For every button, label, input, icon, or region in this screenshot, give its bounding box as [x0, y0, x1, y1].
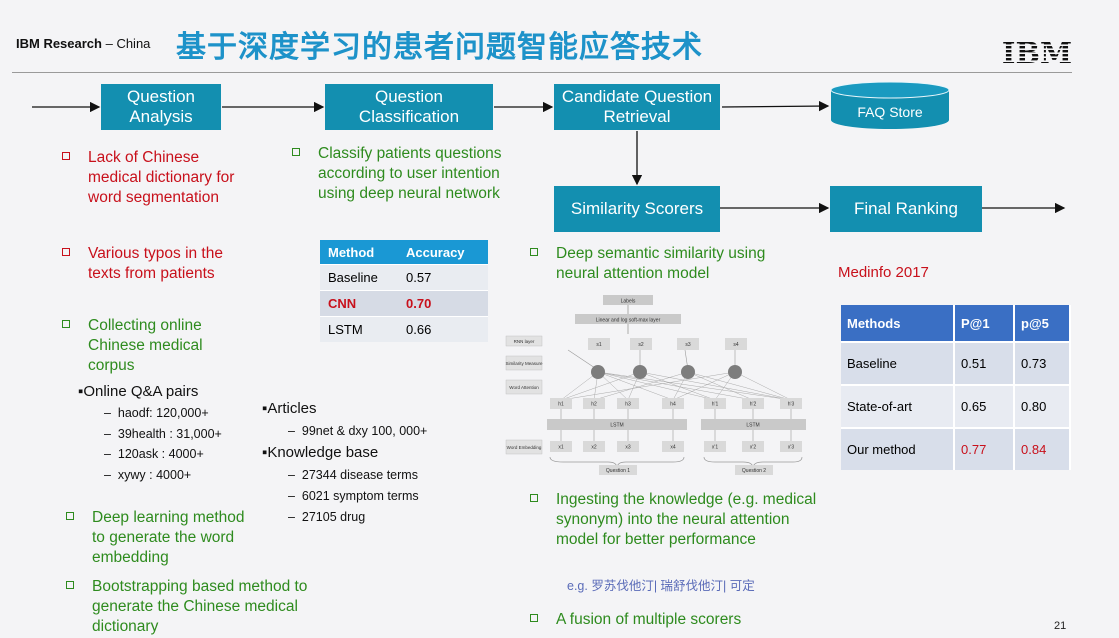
diagram-left-label: Word Embedding — [507, 445, 542, 450]
table-row: Baseline 0.51 0.73 — [841, 341, 1071, 385]
table-header-row: Method Accuracy — [320, 240, 488, 265]
diagram-s-node: s4 — [733, 342, 739, 348]
synonym-example: e.g. 罗苏伐他汀| 瑞舒伐他汀| 可定 — [567, 579, 755, 593]
table-cell: 0.51 — [954, 341, 1015, 385]
svg-text:IBM: IBM — [1003, 38, 1071, 66]
faq-store-label: FAQ Store — [857, 104, 923, 120]
diagram-h-node: h4 — [670, 402, 676, 408]
diagram-h-node: h1 — [558, 402, 564, 408]
table-cell: 0.77 — [954, 427, 1015, 470]
table-header-cell: Method — [320, 240, 398, 265]
similarity-scorers-box: Similarity Scorers — [554, 186, 720, 232]
table-cell: 0.84 — [1014, 427, 1071, 470]
table-cell: Baseline — [320, 264, 398, 291]
table-cell: 0.70 — [398, 290, 488, 317]
table-cell: CNN — [320, 290, 398, 317]
diagram-x-node: x2 — [591, 445, 597, 451]
diagram-s-node: s3 — [685, 342, 691, 348]
table-cell: 0.80 — [1014, 384, 1071, 428]
diagram-x-node: x'1 — [712, 445, 718, 451]
knowledge-base-heading: ▪Knowledge base — [262, 444, 379, 461]
table-header-row: Methods P@1 p@5 — [841, 305, 1071, 342]
table-cell: LSTM — [320, 316, 398, 342]
diagram-question-1: Question 1 — [606, 468, 630, 474]
diagram-labels: Labels — [621, 299, 636, 305]
slide-title: 基于深度学习的患者问题智能应答技术 — [176, 30, 703, 65]
articles-heading: ▪Articles — [262, 400, 317, 417]
table-cell: 0.65 — [954, 384, 1015, 428]
diagram-x-node: x'3 — [788, 445, 794, 451]
diagram-h-node: h2 — [591, 402, 597, 408]
diagram-left-label: Word Attention — [509, 385, 539, 390]
diagram-s-node: s1 — [596, 342, 602, 348]
list-item: – 6021 symptom terms — [288, 489, 419, 503]
question-classification-box: Question Classification — [325, 84, 493, 130]
candidate-retrieval-box: Candidate Question Retrieval — [554, 84, 720, 130]
table-header-cell: Methods — [841, 305, 955, 342]
header-org: IBM Research – China — [16, 36, 151, 51]
diagram-h-node: h3 — [625, 402, 631, 408]
list-item: – 99net & dxy 100, 000+ — [288, 424, 428, 438]
table-row: CNN 0.70 — [320, 290, 488, 317]
ibm-logo: IBM — [1003, 38, 1071, 66]
page-number: 21 — [1054, 620, 1067, 632]
list-item: – xywy : 4000+ — [104, 468, 192, 482]
table-row: Our method 0.77 0.84 — [841, 427, 1071, 470]
table-row: State-of-art 0.65 0.80 — [841, 384, 1071, 428]
header-rule — [12, 72, 1072, 73]
diagram-s-node: s2 — [638, 342, 644, 348]
table-cell: Our method — [841, 427, 955, 470]
table-cell: 0.57 — [398, 264, 488, 291]
medinfo-label: Medinfo 2017 — [838, 264, 929, 281]
table-row: Baseline 0.57 — [320, 264, 488, 291]
diagram-h-node: h'1 — [712, 402, 719, 408]
table-cell: 0.73 — [1014, 341, 1071, 385]
faq-store-cylinder: FAQ Store — [830, 81, 950, 129]
diagram-lstm-right: LSTM — [746, 423, 759, 429]
list-item: – 27344 disease terms — [288, 468, 418, 482]
diagram-x-node: x1 — [558, 445, 564, 451]
list-item: – 120ask : 4000+ — [104, 447, 204, 461]
attention-model-diagram: Labels Linear and log soft-max layer RNN… — [505, 295, 806, 475]
diagram-x-node: x'2 — [750, 445, 756, 451]
table-header-cell: p@5 — [1014, 305, 1071, 342]
list-item: – 27105 drug — [288, 510, 366, 524]
table-cell: Baseline — [841, 341, 955, 385]
diagram-h-node: h'3 — [788, 402, 795, 408]
diagram-left-label: Similarity Measure — [505, 361, 543, 366]
list-item: – 39health : 31,000+ — [104, 427, 222, 441]
table-cell: State-of-art — [841, 384, 955, 428]
table-header-cell: P@1 — [954, 305, 1015, 342]
final-ranking-box: Final Ranking — [830, 186, 982, 232]
results-table: Methods P@1 p@5 Baseline 0.51 0.73 State… — [841, 305, 1071, 470]
table-cell: 0.66 — [398, 316, 488, 342]
list-item: – haodf: 120,000+ — [104, 406, 209, 420]
table-header-cell: Accuracy — [398, 240, 488, 265]
diagram-question-2: Question 2 — [742, 468, 766, 474]
question-analysis-box: Question Analysis — [101, 84, 221, 130]
accuracy-table: Method Accuracy Baseline 0.57 CNN 0.70 L… — [320, 240, 488, 342]
diagram-x-node: x4 — [670, 445, 676, 451]
qa-pairs-heading: ▪Online Q&A pairs — [78, 383, 199, 400]
diagram-h-node: h'2 — [750, 402, 757, 408]
table-row: LSTM 0.66 — [320, 316, 488, 342]
diagram-softmax: Linear and log soft-max layer — [596, 318, 661, 324]
diagram-left-label: RNN layer — [514, 339, 535, 344]
diagram-x-node: x3 — [625, 445, 631, 451]
diagram-lstm-left: LSTM — [610, 423, 623, 429]
